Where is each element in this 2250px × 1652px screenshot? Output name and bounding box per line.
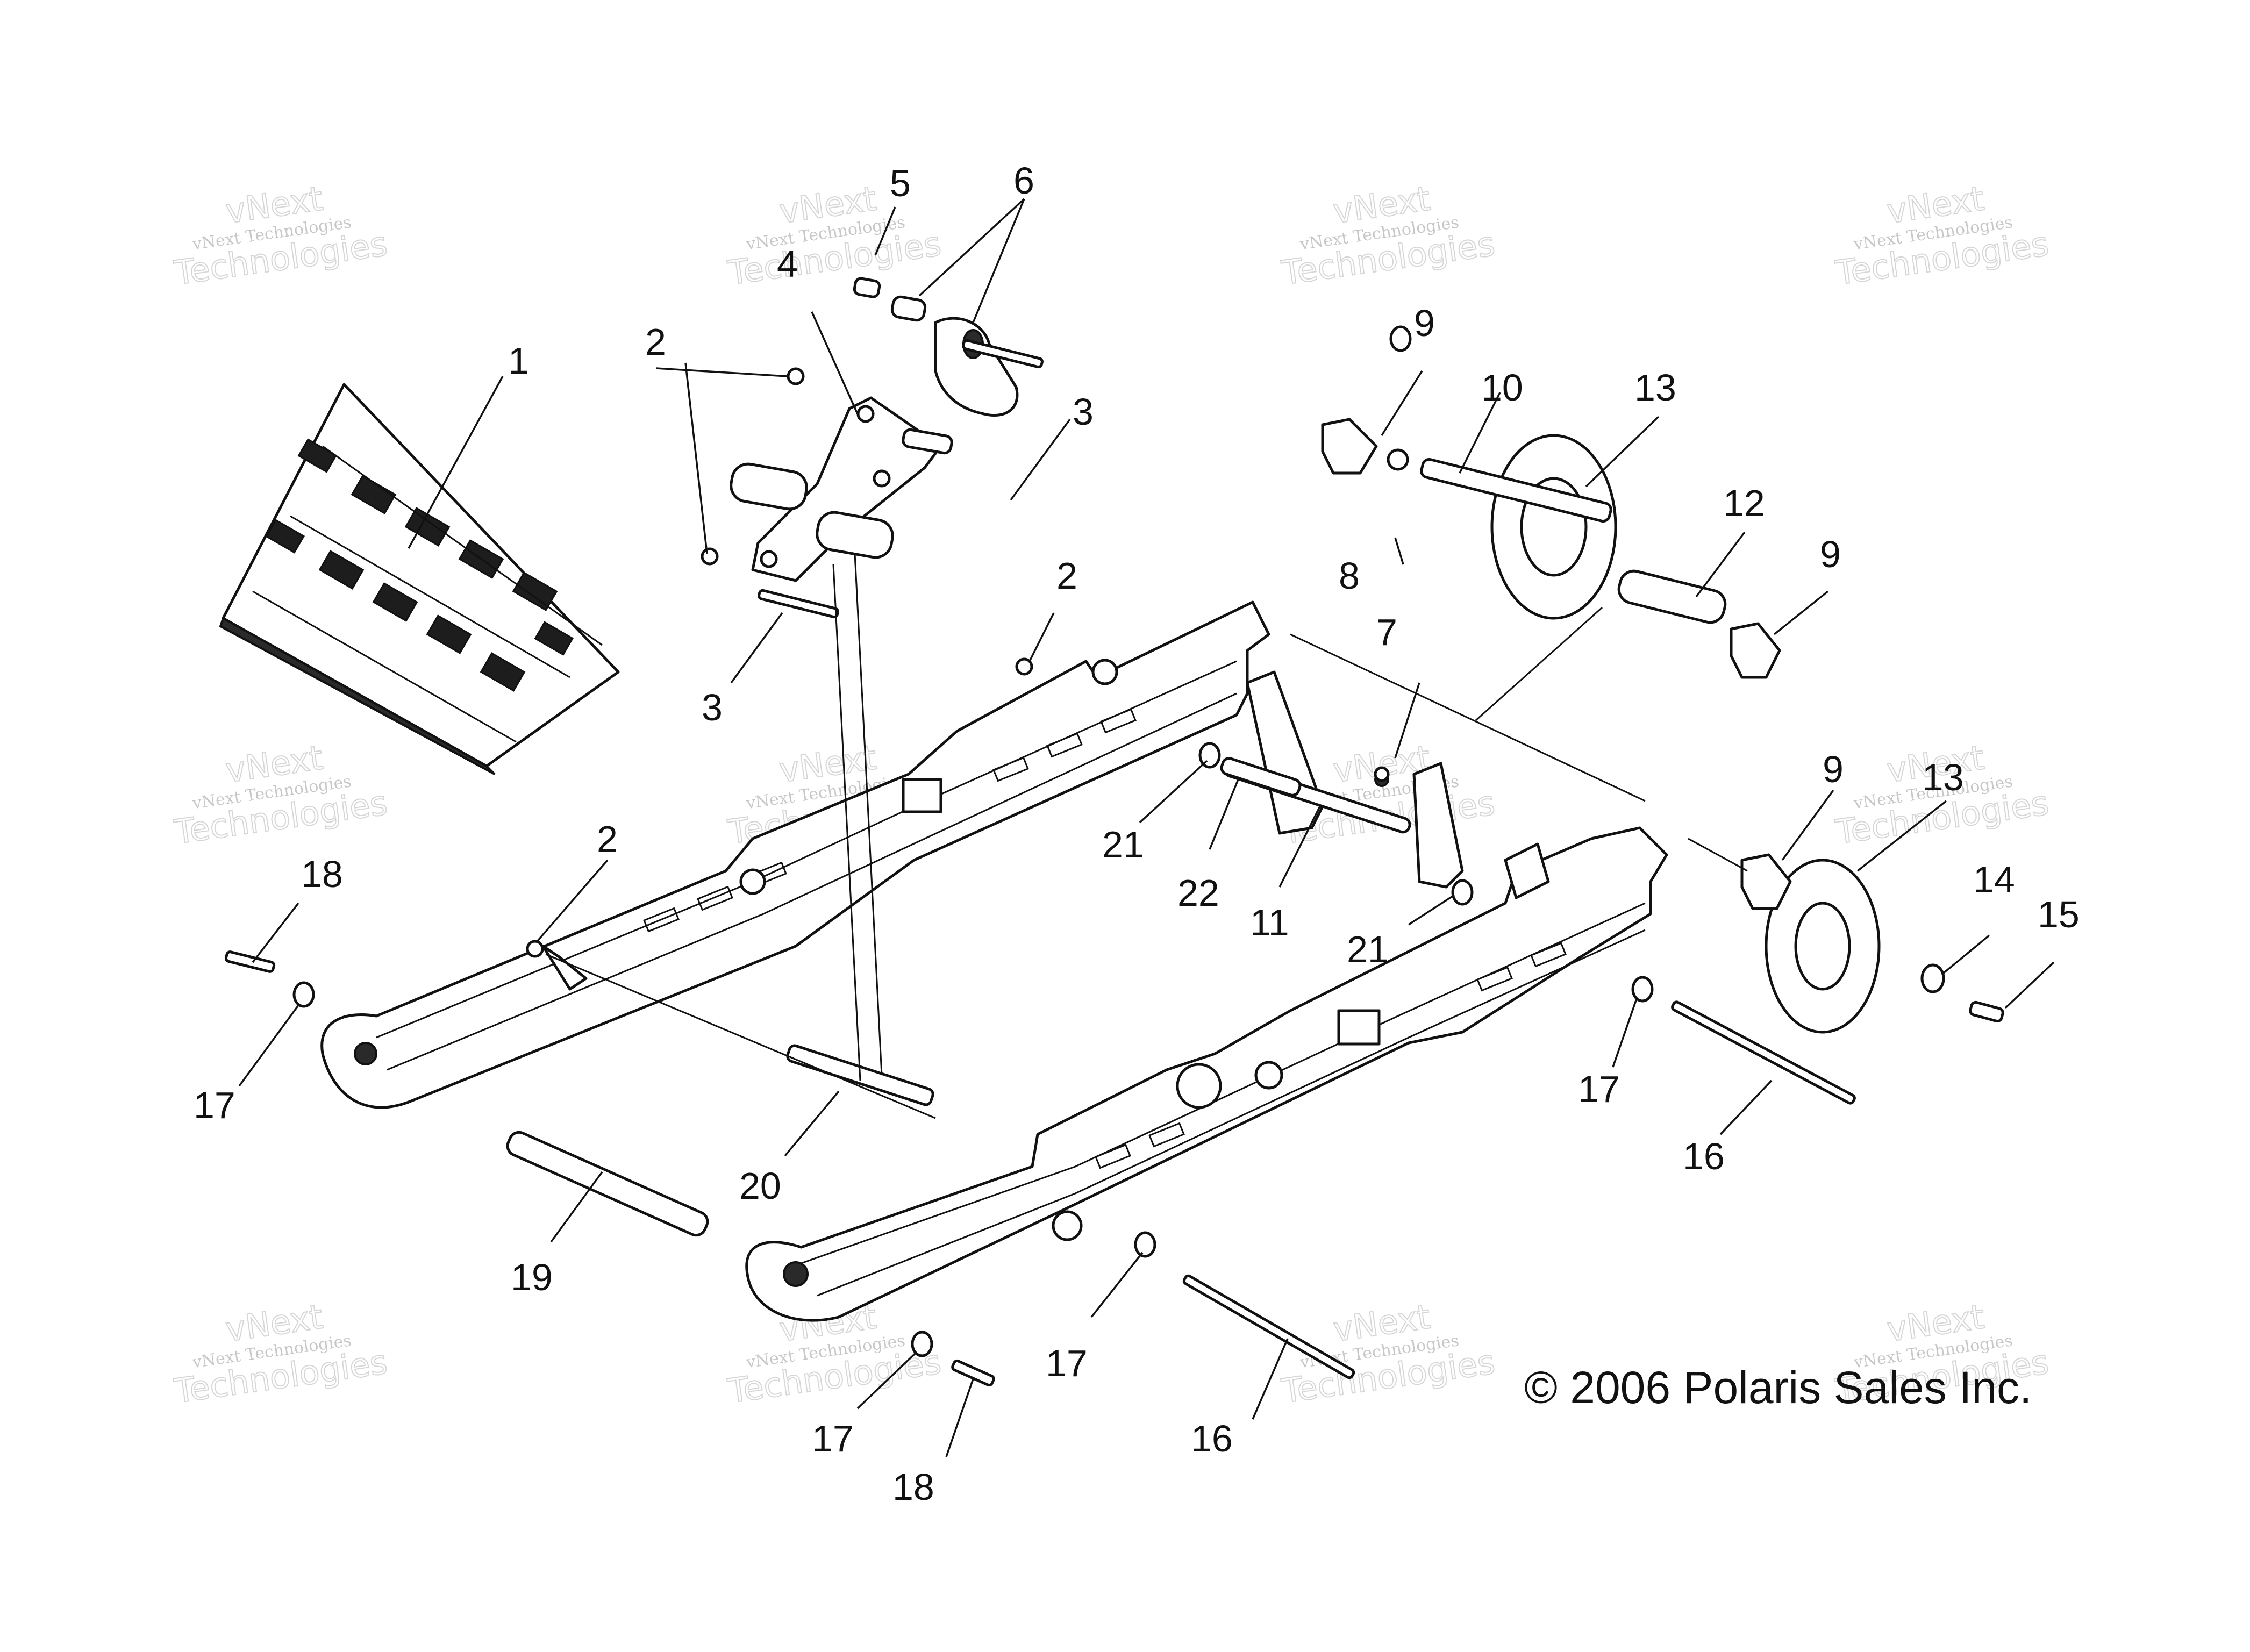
callout-5: 5 xyxy=(890,162,911,204)
callout-18: 18 xyxy=(892,1466,934,1508)
callout-2: 2 xyxy=(645,321,666,363)
right-rail-part xyxy=(745,826,1668,1322)
shaft-22 xyxy=(1220,757,1302,797)
arm-bolt-upper xyxy=(962,339,1044,369)
callout-17: 17 xyxy=(1046,1342,1088,1384)
shafts-and-bolts xyxy=(224,339,1856,1387)
callout-1: 1 xyxy=(508,340,529,382)
callout-20: 20 xyxy=(739,1165,781,1207)
watermark: vNext Technologies vNext Technologies xyxy=(1832,178,2052,293)
callout-18: 18 xyxy=(301,853,343,895)
idler-wheel-lower-part xyxy=(1740,853,2004,1034)
nuts-and-washers xyxy=(292,325,1654,1357)
callout-17: 17 xyxy=(812,1418,854,1460)
watermark: vNext Technologies vNext Technologies xyxy=(725,178,944,293)
callout-10: 10 xyxy=(1481,367,1523,409)
callout-7: 7 xyxy=(1376,611,1397,653)
guide-lines xyxy=(545,553,1748,1119)
callout-16: 16 xyxy=(1191,1418,1233,1460)
leader-lines xyxy=(238,198,2055,1457)
callout-2: 2 xyxy=(597,818,618,860)
watermark: vNext Technologies vNext Technologies xyxy=(1278,178,1498,293)
callout-2: 2 xyxy=(1056,555,1077,597)
callout-6: 6 xyxy=(1013,160,1034,202)
callout-21: 21 xyxy=(1347,928,1389,970)
callout-17: 17 xyxy=(1578,1068,1620,1110)
arm-bolt-lower xyxy=(758,589,839,619)
callout-22: 22 xyxy=(1177,872,1219,914)
watermark: vNext Technologies vNext Technologies xyxy=(171,737,390,852)
callout-19: 19 xyxy=(511,1256,553,1298)
callout-9: 9 xyxy=(1823,748,1844,790)
watermark: vNext Technologies vNext Technologies xyxy=(171,178,390,293)
callout-13: 13 xyxy=(1634,367,1676,409)
rear-long-bolt xyxy=(1182,1274,1355,1379)
callout-14: 14 xyxy=(1973,859,2015,900)
front-bolt xyxy=(224,950,276,973)
callout-8: 8 xyxy=(1339,555,1360,597)
callout-13: 13 xyxy=(1922,756,1964,798)
watermark: vNext Technologies vNext Technologies xyxy=(171,1296,390,1411)
callout-15: 15 xyxy=(2038,893,2080,935)
callout-21: 21 xyxy=(1102,824,1144,866)
track-clip-pad-part xyxy=(219,383,620,775)
callout-17: 17 xyxy=(194,1084,235,1126)
callout-11: 11 xyxy=(1250,902,1289,943)
callout-12: 12 xyxy=(1723,482,1765,524)
watermarks: vNext Technologies vNext Technologies vN… xyxy=(171,178,2052,1411)
rear-bolt xyxy=(951,1359,995,1387)
copyright-text: © 2006 Polaris Sales Inc. xyxy=(1524,1362,2032,1413)
callout-4: 4 xyxy=(777,243,798,285)
front-spacer-tube xyxy=(506,1131,709,1237)
callout-3: 3 xyxy=(1073,391,1094,433)
idler-wheel-upper-part xyxy=(1321,418,1781,679)
callout-3: 3 xyxy=(702,686,723,728)
callout-9: 9 xyxy=(1820,533,1841,575)
callout-16: 16 xyxy=(1683,1135,1725,1177)
upper-long-bolt xyxy=(1671,1000,1856,1105)
rear-torque-arm-part xyxy=(730,396,953,582)
rear-arm-part xyxy=(1223,670,1464,889)
callout-9: 9 xyxy=(1414,302,1435,344)
callout-labels: 1 2 2 2 3 3 4 5 6 7 8 9 9 9 10 11 12 13 … xyxy=(194,160,2080,1508)
